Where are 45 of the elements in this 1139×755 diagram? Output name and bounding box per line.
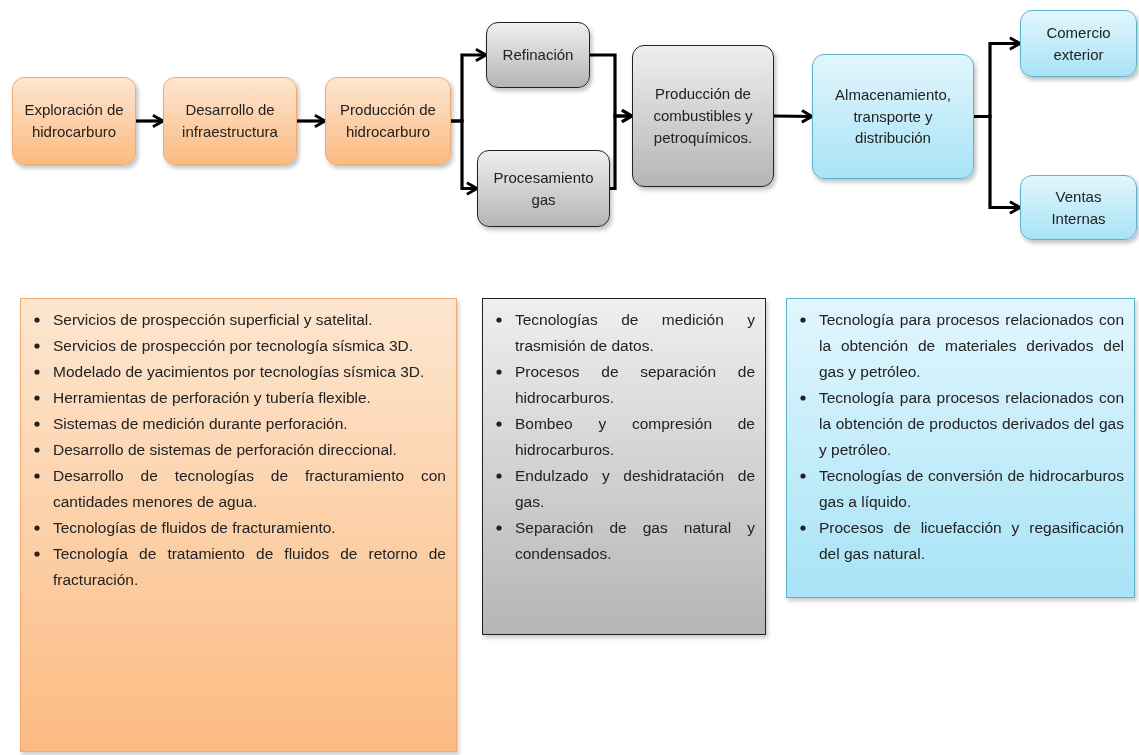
list-panel	[20, 298, 457, 752]
bullet-item: Bombeo y compresión de hidrocarburos.	[515, 415, 755, 458]
arrow	[610, 108, 634, 191]
process-box	[477, 150, 610, 227]
box-label: Exploración de hidrocarburo	[23, 100, 125, 142]
list-panel	[786, 298, 1135, 598]
bullet-item: Tecnología para procesos relacionados con la obtención de materiales derivados del gas y petróleo.	[819, 311, 1124, 380]
bullet-item: Desarrollo de tecnologías de fracturamiento con cantidades menores de agua.	[53, 467, 446, 510]
box-label: Refinación	[502, 45, 574, 66]
bullet-item: Tecnologías de medición y trasmisión de datos.	[515, 311, 755, 354]
list-panel	[482, 298, 766, 635]
bullet-item: Tecnologías de conversión de hidrocarburos gas a líquido.	[819, 467, 1124, 510]
bullet-item: Tecnología de tratamiento de fluidos de retorno de fracturación.	[53, 545, 446, 588]
box-label: Desarrollo de infraestructura	[181, 100, 279, 142]
bullet-item: Tecnologías de fluidos de fracturamiento.	[53, 519, 336, 536]
process-box	[1020, 10, 1137, 77]
box-label: Procesamiento gas	[492, 167, 595, 210]
process-box	[325, 77, 451, 165]
process-box	[163, 77, 297, 165]
bullet-item: Separación de gas natural y condensados.	[515, 519, 755, 562]
arrow	[136, 113, 165, 129]
process-box	[1020, 175, 1137, 240]
box-label: Comercio exterior	[1045, 22, 1112, 65]
bullet-item: Endulzado y deshidratación de gas.	[515, 467, 755, 510]
bullet-item: Modelado de yacimientos por tecnologías sísmica 3D.	[53, 363, 425, 380]
bullet-item: Servicios de prospección superficial y satelital.	[53, 311, 373, 328]
arrow	[297, 113, 327, 129]
bullet-item: Sistemas de medición durante perforación.	[53, 415, 348, 432]
bullet-item: Procesos de licuefacción y regasificación del gas natural.	[819, 519, 1124, 562]
process-box	[12, 77, 136, 165]
bullet-item: Servicios de prospección por tecnología sísmica 3D.	[53, 337, 414, 354]
arrow	[974, 114, 1022, 215]
process-box	[486, 22, 590, 88]
box-label: Almacenamiento, transporte y distribución	[834, 84, 952, 149]
process-box	[632, 45, 774, 187]
arrow	[773, 109, 814, 124]
box-label: Ventas Internas	[1050, 186, 1107, 229]
bullet-item: Desarrollo de sistemas de perforación direccional.	[53, 441, 397, 458]
arrow	[451, 119, 479, 196]
bullet-item: Tecnología para procesos relacionados con la obtención de productos derivados del gas y petróleo.	[819, 389, 1124, 458]
box-label: Producción de hidrocarburo	[339, 100, 437, 142]
box-label: Producción de combustibles y petroquímicos.	[652, 84, 754, 148]
bullet-item: Procesos de separación de hidrocarburos.	[515, 363, 755, 406]
bullet-item: Herramientas de perforación y tubería flexible.	[53, 389, 371, 406]
process-box	[812, 54, 974, 179]
